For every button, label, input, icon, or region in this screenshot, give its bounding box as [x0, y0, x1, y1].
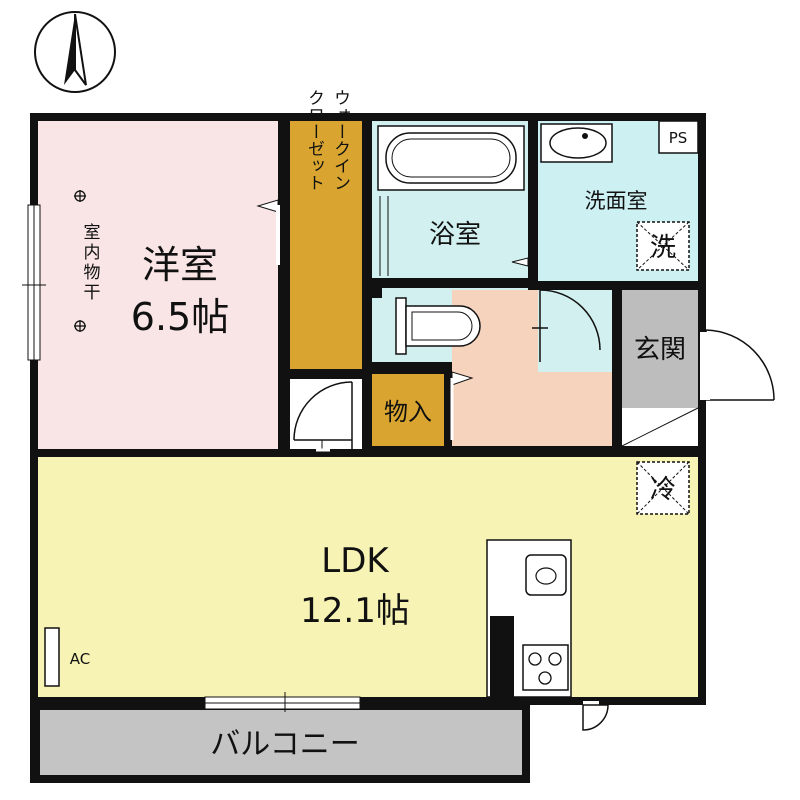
- entrance-label: 玄関: [634, 335, 686, 365]
- svg-text:物: 物: [84, 263, 101, 283]
- entrance-door: [705, 329, 775, 401]
- bathroom-label: 浴室: [429, 220, 481, 250]
- indoor-drying: 室 内 物 干: [74, 190, 101, 332]
- ac-label: AC: [70, 650, 90, 668]
- storage: [372, 374, 444, 446]
- balcony-window: [204, 692, 361, 712]
- stove-icon: [522, 644, 569, 691]
- ldk: [38, 457, 698, 697]
- svg-text:干: 干: [84, 283, 101, 303]
- svg-text:室: 室: [84, 223, 101, 243]
- svg-text:クローゼット: クローゼット: [304, 89, 324, 191]
- laundry-label: 洗: [650, 233, 676, 263]
- fridge-space: 冷: [636, 461, 690, 515]
- balcony-label: バルコニー: [210, 727, 359, 762]
- western-room-window: [22, 204, 46, 361]
- kitchen-counter: [486, 539, 572, 698]
- svg-text:内: 内: [84, 243, 101, 263]
- wash-basin-icon: [540, 123, 613, 163]
- corridor-gap: [290, 379, 362, 449]
- toilet-door: [532, 289, 601, 362]
- entrance: [622, 290, 698, 408]
- hall-upper: [538, 290, 612, 372]
- corridor-door: [293, 381, 353, 450]
- bathtub-icon: [377, 125, 525, 191]
- walk-in-closet-label: ウォークイン クローゼット: [304, 89, 350, 191]
- north-arrow-icon: [34, 11, 116, 93]
- storage-label: 物入: [384, 398, 432, 426]
- balcony: バルコニー: [30, 705, 530, 783]
- washroom-label: 洗面室: [585, 189, 648, 213]
- bath-door-marker: [511, 257, 529, 267]
- exterior-small-door: [582, 701, 609, 731]
- western-room-name: 洋室: [142, 243, 218, 287]
- laundry-machine: 洗: [636, 221, 690, 271]
- walk-in-closet: [290, 121, 362, 369]
- ac-unit: [44, 627, 60, 687]
- ldk-size: 12.1帖: [300, 591, 410, 631]
- svg-text:ウォークイン: ウォークイン: [330, 89, 350, 191]
- ldk-name: LDK: [321, 541, 390, 581]
- toilet-icon: [395, 297, 481, 355]
- fridge-label: 冷: [650, 475, 676, 505]
- pipe-space-label: PS: [669, 129, 688, 147]
- western-room-size: 6.5帖: [131, 295, 229, 339]
- western-room: [38, 121, 278, 449]
- pipe-space: [658, 120, 699, 154]
